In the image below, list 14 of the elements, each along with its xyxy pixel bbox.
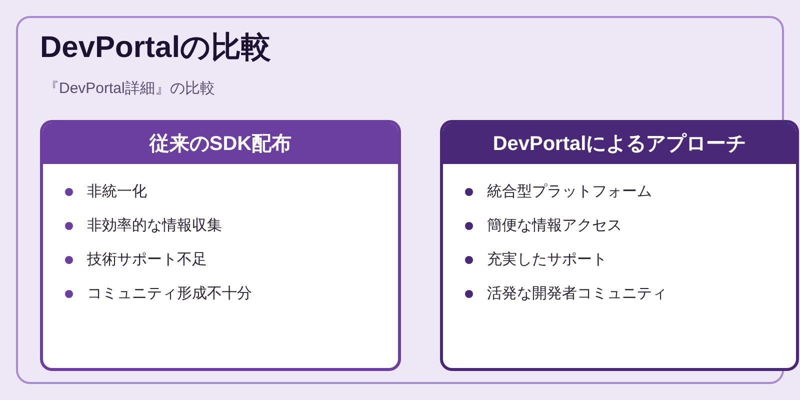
title: DevPortalの比較 xyxy=(40,30,272,66)
list-item-text: 非統一化 xyxy=(87,182,147,202)
list-item-text: コミュニティ形成不十分 xyxy=(87,284,252,304)
list-item-text: 統合型プラットフォーム xyxy=(487,182,652,202)
list-item-text: 非効率的な情報収集 xyxy=(87,216,222,236)
list-item-text: 技術サポート不足 xyxy=(87,250,207,270)
list-item-text: 簡便な情報アクセス xyxy=(487,216,622,236)
comparison-card xyxy=(440,120,799,371)
card-header: 従来のSDK配布 xyxy=(43,123,398,164)
list-item-text: 活発な開発者コミュニティ xyxy=(487,284,667,304)
list-item-text: 充実したサポート xyxy=(487,250,607,270)
card-header: DevPortalによるアプローチ xyxy=(443,123,796,164)
subtitle: 『DevPortal詳細』の比較 xyxy=(44,79,215,99)
comparison-card xyxy=(40,120,401,371)
